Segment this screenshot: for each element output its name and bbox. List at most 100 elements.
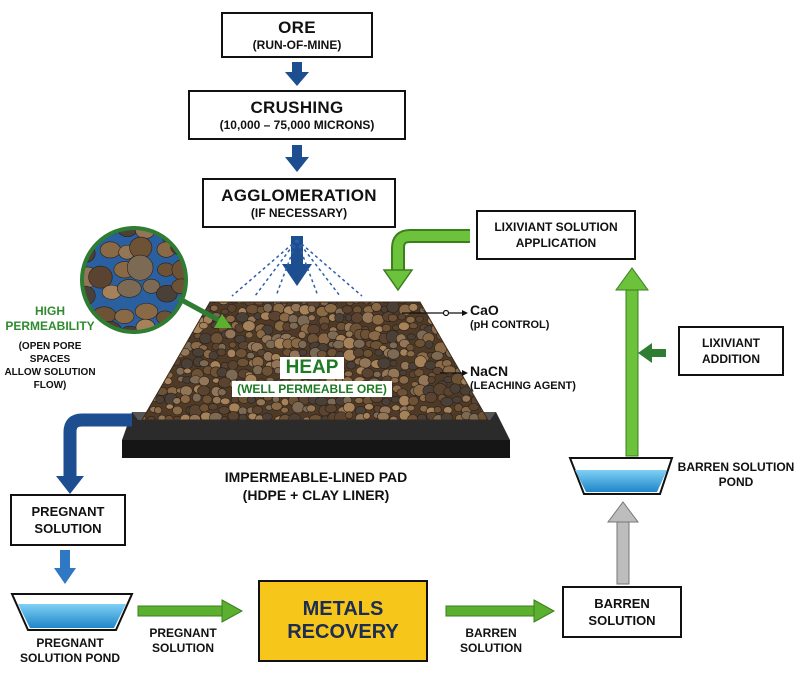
rock-fragment	[452, 304, 462, 312]
rock-fragment	[432, 366, 443, 375]
rock-fragment	[334, 312, 345, 323]
rock-fragment	[198, 375, 210, 387]
rock-fragment	[174, 339, 185, 349]
rock-fragment	[288, 413, 301, 420]
rock-fragment	[391, 404, 401, 412]
rock-fragment	[468, 403, 480, 412]
rock-fragment	[307, 314, 316, 322]
rock-fragment	[452, 396, 462, 404]
rock-fragment	[407, 333, 416, 341]
rock-fragment	[165, 403, 174, 410]
rock-fragment	[480, 341, 488, 348]
rock-fragment	[408, 322, 418, 330]
barren-solution-line2: SOLUTION	[588, 613, 656, 628]
rock-fragment	[212, 396, 222, 405]
rock-fragment	[474, 348, 483, 356]
cao-description: (pH CONTROL)	[470, 319, 550, 331]
rock-fragment	[362, 349, 373, 358]
metals-recovery-box: METALS RECOVERY	[258, 580, 428, 662]
rock-fragment	[351, 312, 364, 324]
lixiviant-application-line2: APPLICATION	[515, 236, 597, 250]
lixiviant-application-box: LIXIVIANT SOLUTION APPLICATION	[476, 210, 636, 260]
rock-fragment	[158, 357, 168, 365]
rock-fragment	[162, 329, 176, 340]
rock-fragment	[162, 357, 173, 366]
lixiviant-application-line1: LIXIVIANT SOLUTION	[494, 220, 618, 234]
rock-fragment	[143, 333, 155, 342]
rock-fragment	[345, 411, 354, 419]
nacn-pointer	[440, 370, 468, 376]
rock-fragment	[220, 308, 230, 315]
rock-fragment	[143, 378, 156, 388]
lixiviant-addition-arrow	[638, 343, 666, 363]
rock-fragment	[414, 339, 426, 348]
down-arrow-crushing-agglomeration	[285, 145, 309, 172]
heap-label: HEAP (WELL PERMEABLE ORE)	[222, 357, 402, 398]
rock-fragment	[408, 303, 419, 312]
rock-fragment	[441, 302, 455, 307]
rock-fragment	[171, 278, 186, 295]
cao-label: CaO (pH CONTROL)	[470, 303, 549, 333]
rock-fragment	[477, 392, 488, 402]
cao-pointer	[402, 309, 468, 317]
pad-label-line2: (HDPE + CLAY LINER)	[242, 487, 390, 503]
rock-fragment	[227, 411, 240, 420]
rock-fragment	[157, 326, 180, 332]
rock-fragment	[337, 302, 347, 303]
barren-to-pond-arrow	[607, 501, 639, 585]
rock-fragment	[142, 376, 149, 386]
rock-fragment	[398, 375, 409, 385]
rock-fragment	[175, 228, 186, 241]
rock-fragment	[164, 324, 176, 333]
barren-pond	[568, 457, 674, 495]
rock-fragment	[396, 302, 409, 305]
metals-recovery-line2: RECOVERY	[287, 621, 399, 643]
rock-fragment	[406, 343, 415, 352]
rock-fragment	[397, 313, 407, 321]
rock-fragment	[154, 349, 167, 358]
rock-fragment	[413, 368, 425, 377]
rock-fragment	[116, 228, 139, 238]
rock-fragment	[289, 322, 299, 330]
high-permeability-title: HIGH PERMEABILITY	[5, 304, 95, 333]
rock-fragment	[88, 265, 113, 289]
rock-fragment	[179, 385, 193, 397]
barren-flow-label: BARREN SOLUTION	[460, 626, 522, 655]
rock-fragment	[436, 302, 448, 307]
rock-fragment	[192, 392, 202, 403]
rock-fragment	[300, 302, 308, 305]
rock-fragment	[218, 406, 230, 415]
ore-box: ORE (RUN-OF-MINE)	[221, 12, 373, 58]
rock-fragment	[156, 284, 178, 303]
rock-fragment	[189, 414, 201, 420]
rock-fragment	[364, 403, 374, 411]
rock-fragment	[201, 302, 211, 304]
rock-fragment	[262, 412, 273, 420]
rock-fragment	[228, 341, 237, 349]
rock-fragment	[155, 395, 165, 404]
rock-fragment	[172, 325, 182, 334]
rock-fragment	[440, 396, 454, 407]
rock-fragment	[381, 302, 390, 304]
rock-fragment	[146, 350, 157, 358]
rock-fragment	[324, 303, 338, 314]
rock-fragment	[424, 340, 434, 349]
nacn-name: NaCN	[470, 363, 509, 379]
down-arrow-ore-crushing	[285, 62, 309, 86]
rock-fragment	[142, 351, 149, 361]
rock-fragment	[298, 349, 308, 357]
rock-fragment	[148, 387, 158, 396]
rock-fragment	[142, 397, 147, 404]
rock-fragment	[354, 397, 364, 404]
rock-fragment	[291, 401, 305, 414]
rock-fragment	[183, 322, 193, 330]
rock-fragment	[145, 341, 155, 348]
rock-fragment	[224, 328, 237, 340]
rock-fragment	[434, 306, 443, 314]
cao-name: CaO	[470, 302, 499, 318]
barren-pond-label: BARREN SOLUTION POND	[677, 460, 795, 489]
agglomeration-subtitle: (IF NECESSARY)	[250, 205, 348, 220]
pond-to-metals-arrow	[137, 599, 244, 623]
rock-fragment	[179, 347, 191, 357]
rock-fragment	[235, 302, 244, 304]
